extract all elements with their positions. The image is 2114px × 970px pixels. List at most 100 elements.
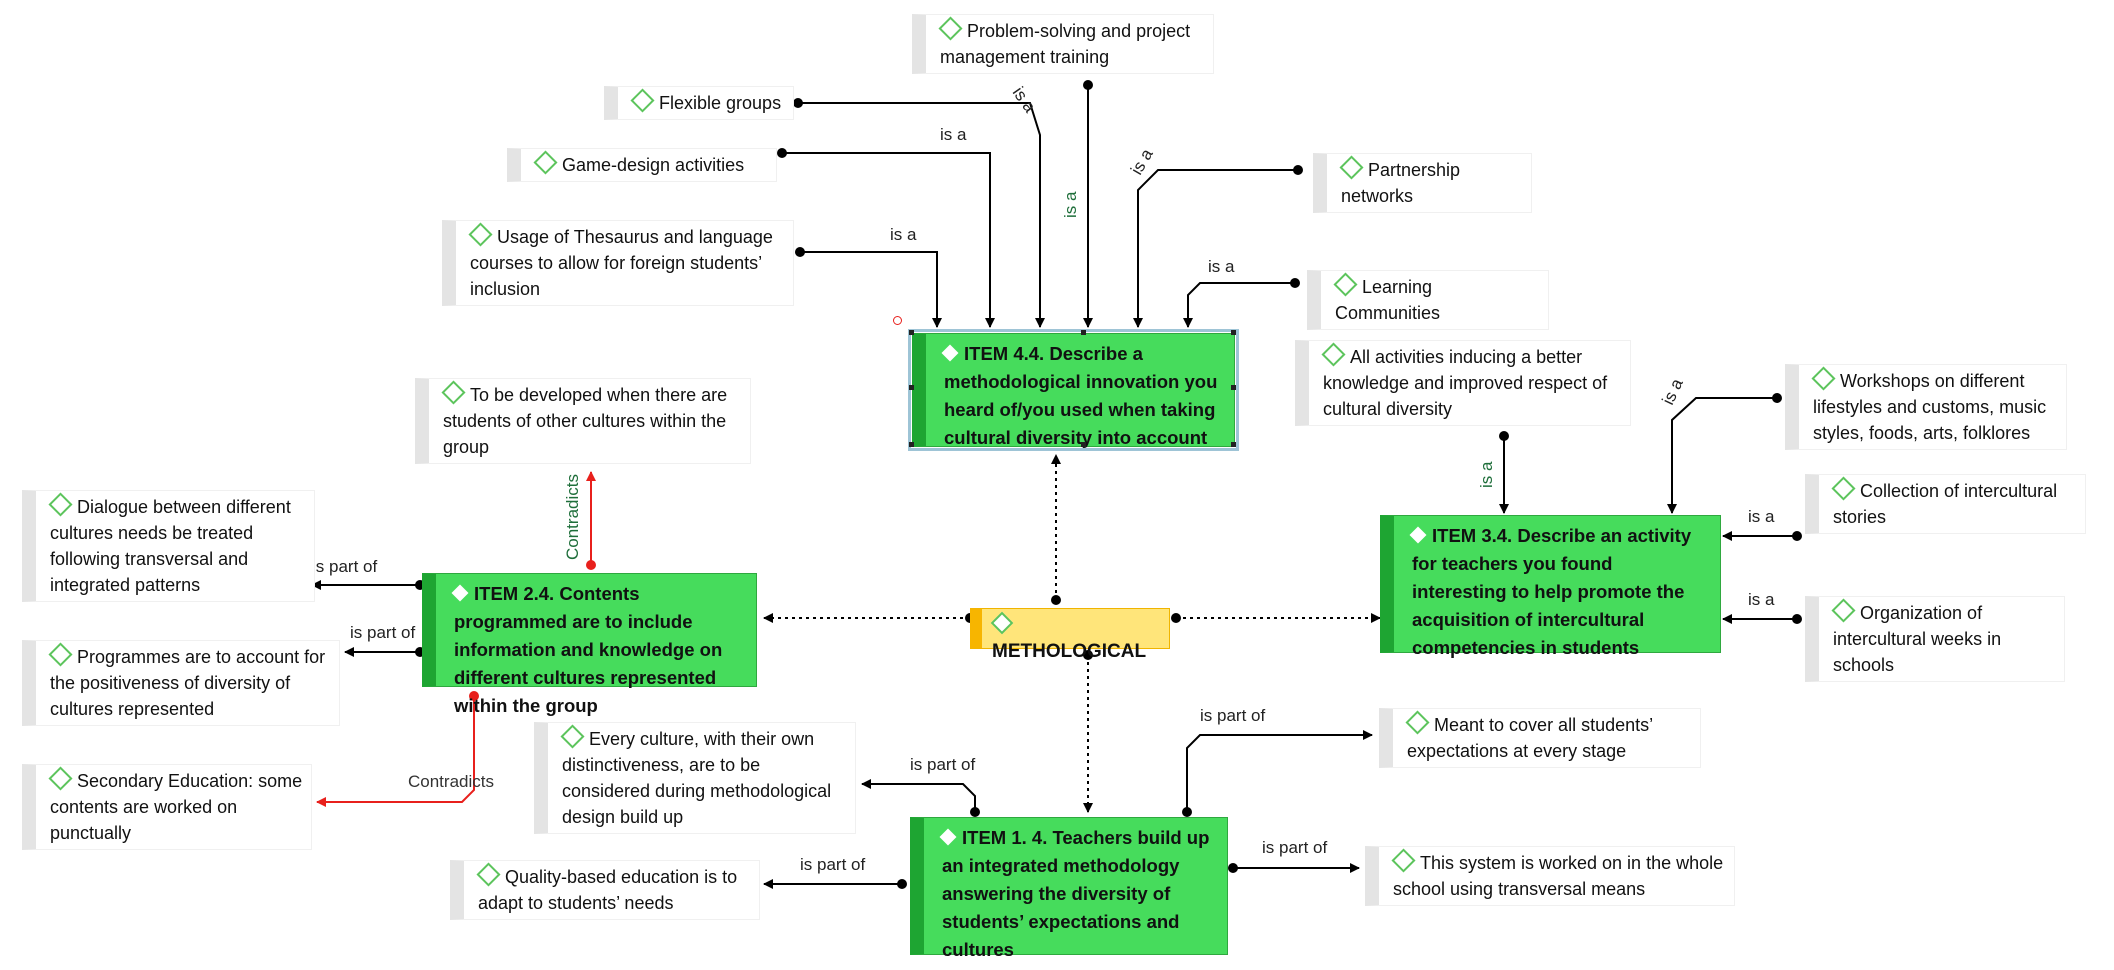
node-text: Collection of intercultural stories <box>1833 481 2058 527</box>
link-item24-to-be-developed[interactable]: Contradicts <box>563 471 596 570</box>
concept-icon <box>48 492 73 517</box>
node-flexible-groups[interactable]: Flexible groups <box>604 86 794 120</box>
node-secondary[interactable]: Secondary Education: some contents are w… <box>22 764 312 850</box>
node-learning-communities[interactable]: Learning Communities <box>1307 270 1549 330</box>
node-to-be-developed[interactable]: To be developed when there are students … <box>415 378 751 464</box>
link-item24-programmes[interactable]: is part of <box>344 623 425 657</box>
resize-handle[interactable] <box>1231 330 1236 335</box>
link-problem-solving-item44[interactable]: is a <box>1061 80 1093 328</box>
link-game-design-item44[interactable]: is a <box>777 125 995 328</box>
svg-text:is a: is a <box>1127 145 1157 178</box>
concept-icon <box>990 611 1014 635</box>
resize-handle[interactable] <box>909 385 914 390</box>
link-root-item24[interactable] <box>763 613 975 623</box>
node-partnership[interactable]: Partnership networks <box>1313 153 1532 213</box>
link-root-item14[interactable] <box>1083 650 1093 813</box>
link-item14-whole-school[interactable]: is part of <box>1228 838 1360 873</box>
svg-text:is part of: is part of <box>800 855 865 874</box>
concept-icon <box>1831 598 1856 623</box>
concept-icon <box>468 222 493 247</box>
svg-text:is a: is a <box>1748 590 1775 609</box>
node-text: METHOLOGICAL <box>992 641 1147 662</box>
node-collection[interactable]: Collection of intercultural stories <box>1805 474 2086 534</box>
node-whole-school[interactable]: This system is worked on in the whole sc… <box>1365 846 1735 906</box>
node-quality[interactable]: Quality-based education is to adapt to s… <box>450 860 760 920</box>
node-text: Problem-solving and project management t… <box>940 21 1191 67</box>
svg-text:Contradicts: Contradicts <box>563 474 582 560</box>
node-programmes[interactable]: Programmes are to account for the positi… <box>22 640 340 726</box>
link-organization-item34[interactable]: is a <box>1722 590 1802 624</box>
node-workshops[interactable]: Workshops on different lifestyles and cu… <box>1785 364 2067 450</box>
svg-text:is a: is a <box>1061 191 1080 218</box>
resize-handle[interactable] <box>909 442 914 447</box>
concept-icon <box>1333 272 1358 297</box>
node-text: Quality-based education is to adapt to s… <box>478 867 738 913</box>
node-text: Usage of Thesaurus and language courses … <box>470 227 773 299</box>
node-text: ITEM 4.4. Describe a methodological inno… <box>944 343 1218 448</box>
node-methological[interactable]: METHOLOGICAL <box>970 608 1170 662</box>
concept-icon <box>48 766 73 791</box>
link-partnership-item44[interactable]: is a <box>1127 145 1303 328</box>
node-text: Dialogue between different cultures need… <box>50 497 291 595</box>
concept-icon <box>938 16 963 41</box>
node-dialogue[interactable]: Dialogue between different cultures need… <box>22 490 315 602</box>
node-organization[interactable]: Organization of intercultural weeks in s… <box>1805 596 2065 682</box>
concept-icon <box>941 344 959 362</box>
node-item-1-4[interactable]: ITEM 1. 4. Teachers build up an integrat… <box>910 817 1228 960</box>
concept-icon <box>1831 476 1856 501</box>
link-learning-communities-item44[interactable]: is a <box>1183 257 1300 328</box>
node-text: Organization of intercultural weeks in s… <box>1833 603 2002 675</box>
resize-handle[interactable] <box>1081 442 1086 447</box>
node-every-culture[interactable]: Every culture, with their own distinctiv… <box>534 722 856 834</box>
node-item-3-4[interactable]: ITEM 3.4. Describe an activity for teach… <box>1380 515 1721 658</box>
link-item24-secondary[interactable]: Contradicts <box>316 691 494 807</box>
node-meant-to-cover[interactable]: Meant to cover all students’ expectation… <box>1379 708 1701 768</box>
node-item-4-4[interactable]: ITEM 4.4. Describe a methodological inno… <box>908 329 1239 451</box>
concept-icon <box>451 584 469 602</box>
concept-icon <box>533 150 558 175</box>
node-item-2-4[interactable]: ITEM 2.4. Contents programmed are to inc… <box>422 573 757 716</box>
resize-handle[interactable] <box>1231 385 1236 390</box>
concept-icon <box>1339 155 1364 180</box>
link-root-item44[interactable] <box>1051 454 1061 605</box>
concept-icon <box>1391 848 1416 873</box>
concept-icon <box>939 828 957 846</box>
link-collection-item34[interactable]: is a <box>1722 507 1802 541</box>
svg-text:Contradicts: Contradicts <box>408 772 494 791</box>
svg-text:is a: is a <box>1009 83 1040 116</box>
svg-text:is a: is a <box>1477 461 1496 488</box>
anchor-point-icon[interactable] <box>893 316 902 325</box>
node-text: To be developed when there are students … <box>443 385 728 457</box>
link-item14-meant-to-cover[interactable]: is part of <box>1182 706 1373 817</box>
link-thesaurus-item44[interactable]: is a <box>795 225 942 328</box>
node-text: Learning Communities <box>1335 277 1441 323</box>
link-all-activities-item34[interactable]: is a <box>1477 431 1509 514</box>
concept-icon <box>441 380 466 405</box>
svg-text:is a: is a <box>940 125 967 144</box>
svg-text:is a: is a <box>1658 375 1687 408</box>
link-root-item34[interactable] <box>1171 613 1381 623</box>
node-text: Meant to cover all students’ expectation… <box>1407 715 1653 761</box>
resize-handle[interactable] <box>1231 442 1236 447</box>
node-text: ITEM 3.4. Describe an activity for teach… <box>1412 525 1692 658</box>
node-problem-solving[interactable]: Problem-solving and project management t… <box>912 14 1214 74</box>
node-text: Partnership networks <box>1341 160 1461 206</box>
link-workshops-item34[interactable]: is a <box>1658 375 1782 514</box>
node-all-activities[interactable]: All activities inducing a better knowled… <box>1295 340 1631 426</box>
link-item14-every-culture[interactable]: is part of <box>861 755 980 817</box>
node-text: Programmes are to account for the positi… <box>50 647 326 719</box>
node-text: Flexible groups <box>659 93 782 113</box>
link-item14-quality[interactable]: is part of <box>763 855 907 889</box>
concept-icon <box>1409 526 1427 544</box>
link-item24-dialogue[interactable]: is part of <box>311 557 425 590</box>
concept-icon <box>1405 710 1430 735</box>
concept-icon <box>48 642 73 667</box>
node-game-design[interactable]: Game-design activities <box>507 148 777 182</box>
node-thesaurus[interactable]: Usage of Thesaurus and language courses … <box>442 220 794 306</box>
resize-handle[interactable] <box>909 330 914 335</box>
svg-text:is part of: is part of <box>350 623 415 642</box>
link-flexible-groups-item44[interactable]: is a <box>793 83 1045 328</box>
node-text: Workshops on different lifestyles and cu… <box>1813 371 2047 443</box>
resize-handle[interactable] <box>1081 330 1086 335</box>
